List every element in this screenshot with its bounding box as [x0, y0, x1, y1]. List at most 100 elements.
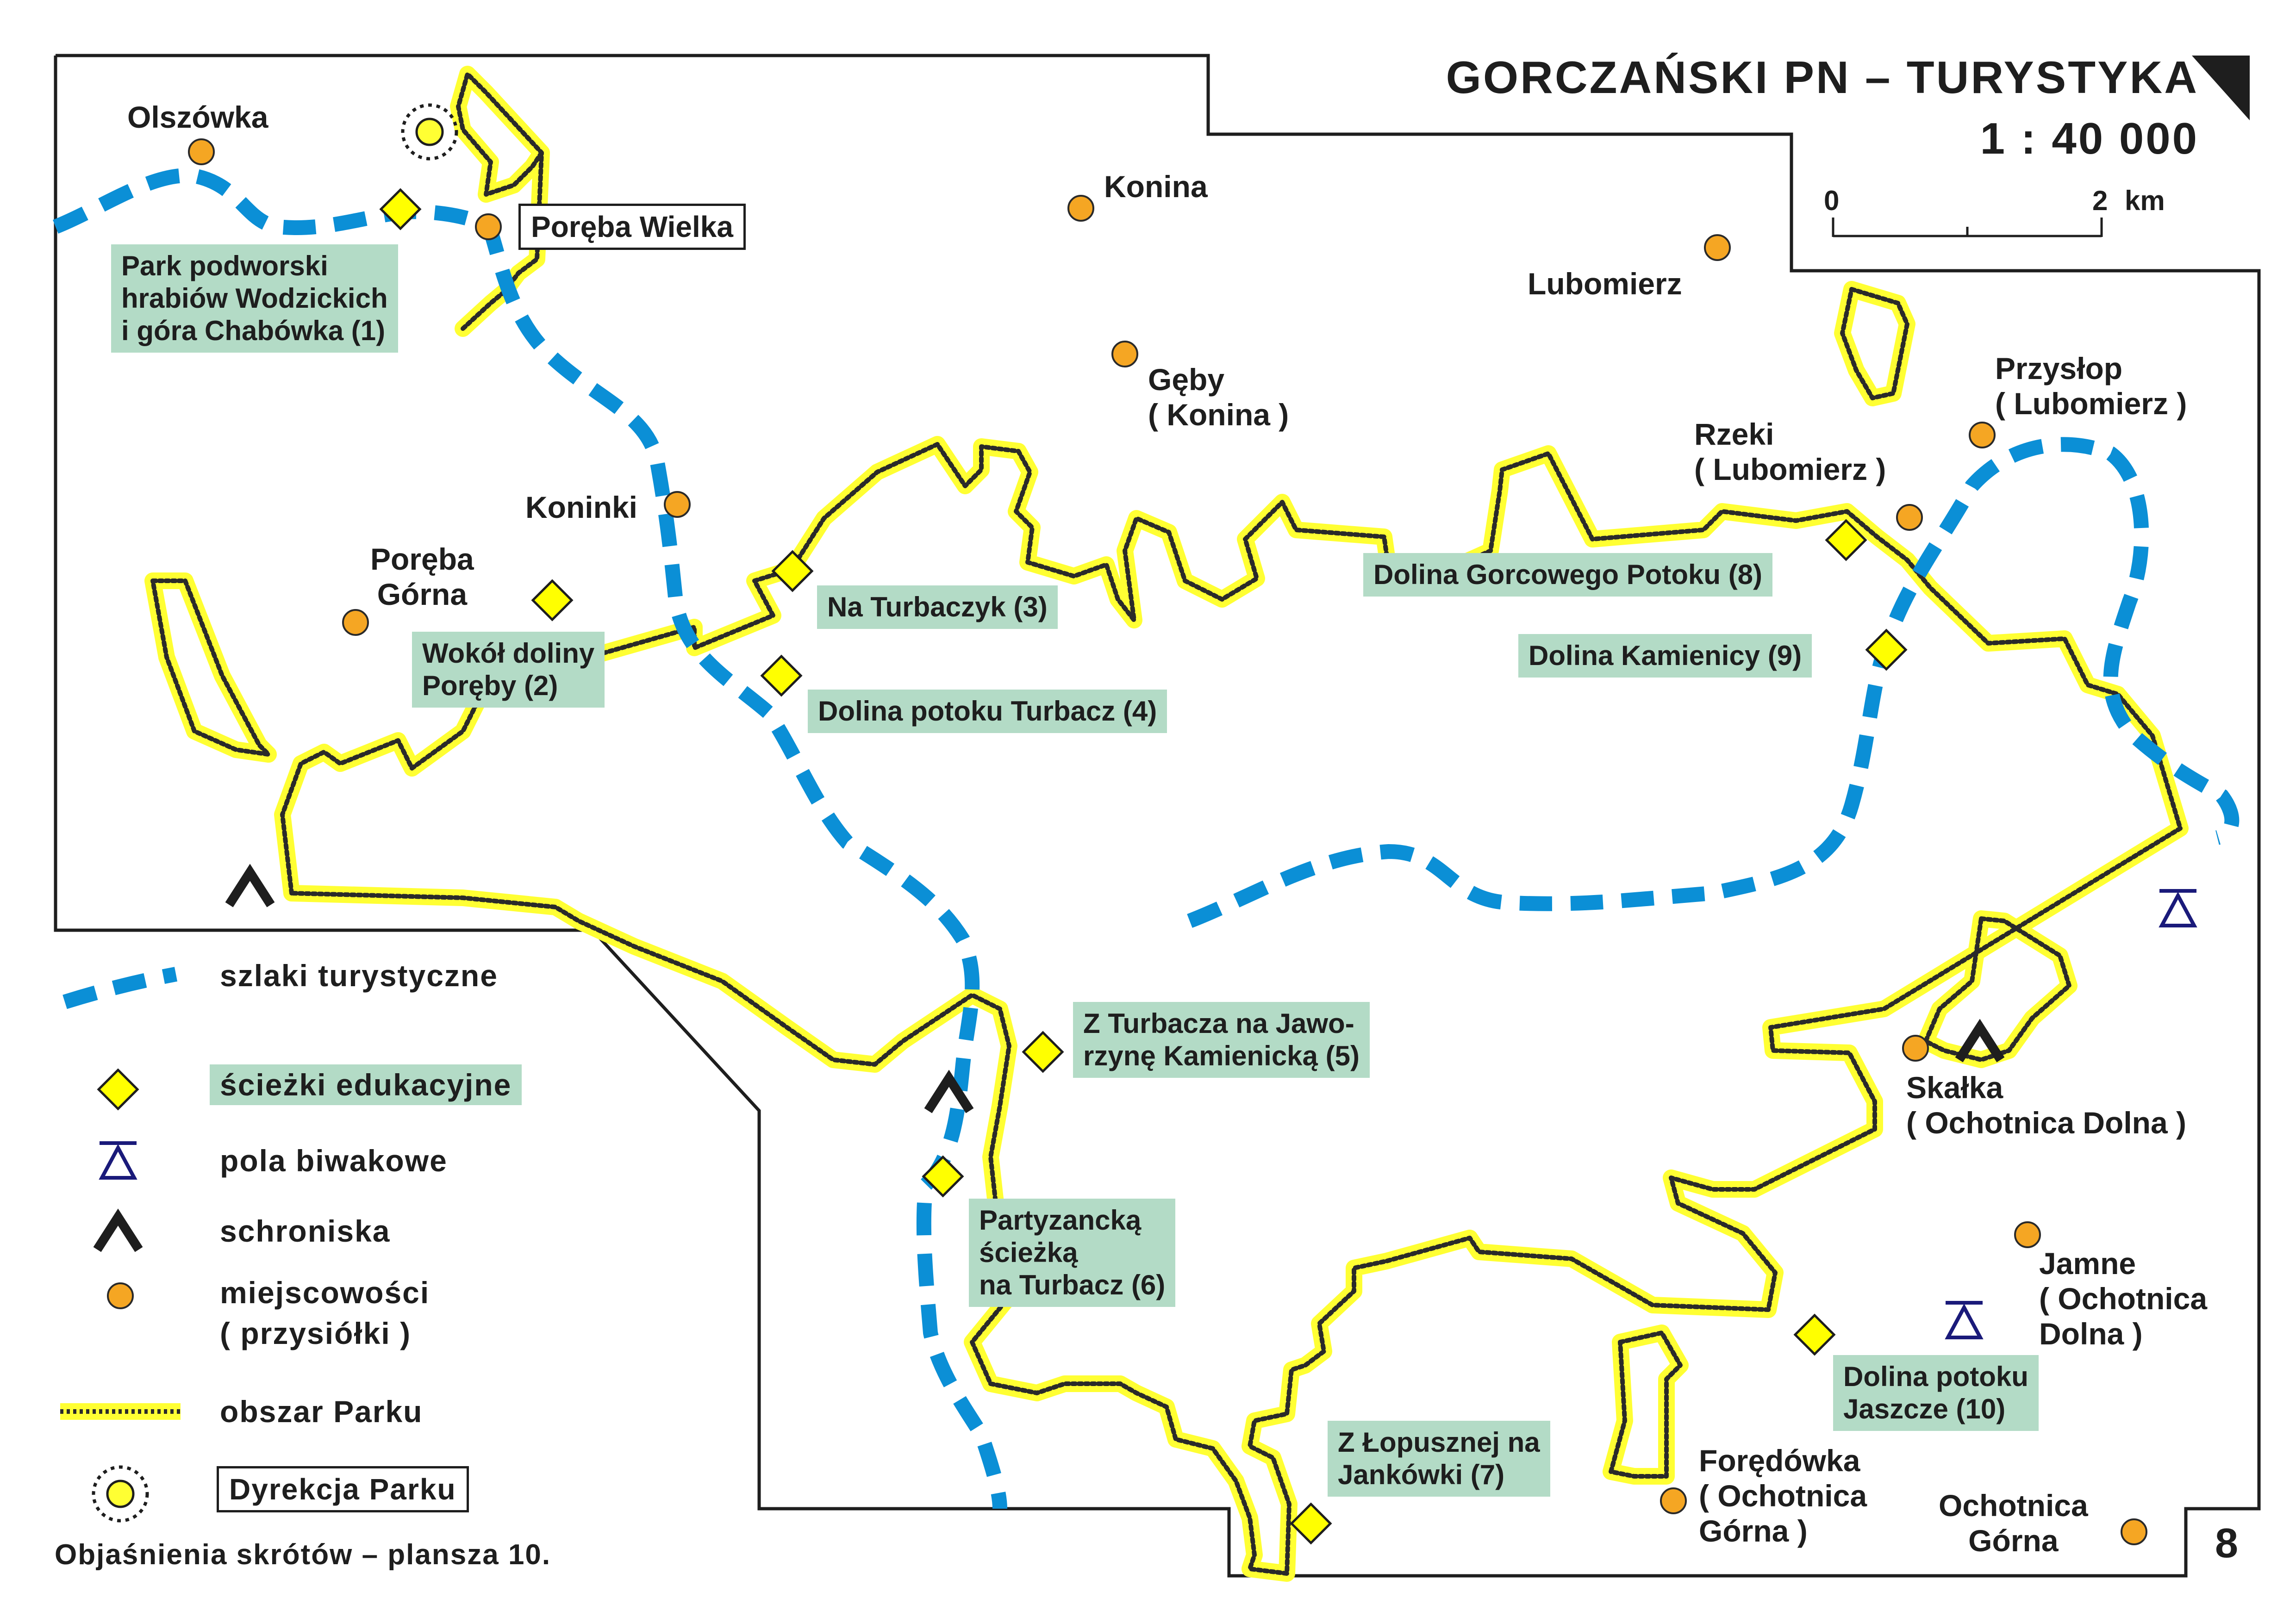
map-frame — [54, 54, 2261, 1578]
edu-path-10-line1: Dolina potoku — [1843, 1361, 2028, 1392]
place-label-skalka-line2: ( Ochotnica Dolna ) — [1906, 1106, 2187, 1140]
place-label-jamne: Jamne ( Ochotnica Dolna ) — [2039, 1246, 2207, 1351]
place-dot-foredowka — [1660, 1487, 1687, 1514]
page-number: 8 — [2215, 1520, 2239, 1567]
place-label-rzeki-line2: ( Lubomierz ) — [1694, 452, 1886, 486]
place-label-foredowka-line1: Forędówka — [1699, 1443, 1860, 1478]
legend-trail-line — [62, 967, 177, 1009]
legend-camping-triangle-icon — [99, 1141, 137, 1180]
legend-park-area-label: obszar Parku — [220, 1394, 423, 1429]
place-label-geby: Gęby ( Konina ) — [1148, 362, 1289, 432]
place-label-rzeki-line1: Rzeki — [1694, 417, 1774, 451]
edu-path-8: Dolina Gorcowego Potoku (8) — [1363, 553, 1773, 597]
edu-path-7: Z Łopusznej na Jankówki (7) — [1328, 1421, 1550, 1497]
place-label-ochotnica-gorna: Ochotnica Górna — [1939, 1488, 2088, 1558]
place-label-foredowka: Forędówka ( Ochotnica Górna ) — [1699, 1443, 1867, 1548]
place-label-koninki: Koninki — [525, 490, 637, 524]
edu-path-6-line1: Partyzancką — [979, 1205, 1142, 1236]
place-label-poreba-gorna-line2: Górna — [377, 577, 468, 611]
place-dot-ochotnica-gorna — [2121, 1518, 2147, 1545]
place-label-konina: Konina — [1104, 169, 1208, 204]
directorate-sun-icon — [401, 103, 458, 161]
camping-sites — [1945, 889, 2197, 1339]
place-label-poreba-gorna: Poręba Górna — [370, 541, 474, 612]
place-label-geby-line2: ( Konina ) — [1148, 398, 1289, 432]
edu-path-1-line3: i góra Chabówka (1) — [121, 315, 386, 346]
place-label-jamne-line1: Jamne — [2039, 1246, 2136, 1281]
camping-triangle-icon — [2159, 889, 2197, 927]
edu-path-4: Dolina potoku Turbacz (4) — [808, 690, 1167, 733]
scalebar-end: 2 — [2092, 185, 2108, 216]
edu-path-1-line2: hrabiów Wodzickich — [121, 283, 388, 314]
legend-edu-paths-label: ścieżki edukacyjne — [210, 1064, 522, 1105]
legend-shelters-label: schroniska — [220, 1214, 391, 1248]
diamond-marker-5 — [1022, 1031, 1064, 1073]
legend-places-label: miejscowości ( przysiółki ) — [220, 1275, 430, 1351]
diamond-marker-3 — [771, 550, 814, 592]
place-dot-koninki — [664, 491, 691, 518]
place-dots — [188, 138, 2147, 1545]
edu-path-2-line1: Wokół doliny — [422, 638, 595, 669]
legend-trails-label: szlaki turystyczne — [220, 958, 498, 993]
place-label-jamne-line2: ( Ochotnica — [2039, 1281, 2208, 1316]
place-dot-skalka — [1902, 1035, 1929, 1062]
edu-path-markers — [379, 188, 1908, 1545]
shelter-icon — [924, 1070, 974, 1113]
legend-footnote: Objaśnienia skrótów – plansza 10. — [55, 1539, 551, 1571]
tourist-trails — [53, 168, 2240, 1509]
place-dot-jamne — [2014, 1221, 2041, 1248]
place-dot-rzeki — [1896, 504, 1923, 531]
place-label-ochotnica-gorna-line2: Górna — [1968, 1524, 2059, 1558]
place-label-lubomierz: Lubomierz — [1528, 267, 1682, 301]
place-label-foredowka-line3: Górna ) — [1699, 1514, 1808, 1548]
map-scale: 1 : 40 000 — [1980, 114, 2199, 163]
diamond-marker-6 — [922, 1155, 964, 1198]
edu-path-10: Dolina potoku Jaszcze (10) — [1833, 1355, 2039, 1431]
edu-path-10-line2: Jaszcze (10) — [1843, 1393, 2006, 1424]
diamond-marker-4 — [760, 654, 803, 697]
legend-symbols — [60, 967, 181, 1523]
map-title: GORCZAŃSKI PN – TURYSTYKA — [1446, 52, 2199, 103]
scale-bar — [1832, 218, 2103, 237]
place-dot-olszowka — [188, 138, 215, 165]
scalebar-unit: km — [2125, 185, 2165, 216]
legend-directorate-sun-icon — [92, 1465, 149, 1523]
place-dot-przyslop — [1969, 422, 1996, 448]
edu-path-6-line2: ścieżką — [979, 1237, 1078, 1268]
diamond-marker-9 — [1865, 628, 1908, 671]
corner-triangle — [2192, 56, 2250, 120]
diamond-marker-1 — [379, 188, 422, 230]
place-label-poreba-gorna-line1: Poręba — [370, 542, 474, 576]
place-label-przyslop: Przysłop ( Lubomierz ) — [1995, 351, 2187, 421]
legend-diamond-marker — [97, 1068, 139, 1111]
edu-path-6: Partyzancką ścieżką na Turbacz (6) — [969, 1199, 1176, 1307]
shelter-icon — [225, 864, 275, 908]
legend-shelter-icon — [93, 1208, 143, 1252]
edu-path-2-line2: Poręby (2) — [422, 670, 558, 701]
legend-directorate-label: Dyrekcja Parku — [217, 1466, 469, 1512]
edu-path-3: Na Turbaczyk (3) — [817, 585, 1058, 629]
place-label-skalka-line1: Skałka — [1906, 1070, 2003, 1105]
diamond-marker-10 — [1793, 1313, 1836, 1356]
edu-path-6-line3: na Turbacz (6) — [979, 1269, 1166, 1300]
camping-triangle-icon — [1945, 1301, 1984, 1339]
place-label-geby-line1: Gęby — [1148, 362, 1225, 397]
edu-path-9: Dolina Kamienicy (9) — [1518, 634, 1812, 678]
place-dot-poreba-wielka — [475, 213, 502, 240]
legend-place-dot — [107, 1282, 134, 1309]
place-label-foredowka-line2: ( Ochotnica — [1699, 1479, 1867, 1513]
place-label-olszowka: Olszówka — [127, 100, 268, 134]
edu-path-7-line1: Z Łopusznej na — [1338, 1427, 1540, 1458]
shelters — [225, 864, 2005, 1113]
legend-places-line1: miejscowości — [220, 1275, 430, 1310]
park-border — [144, 66, 2189, 1582]
place-label-ochotnica-gorna-line1: Ochotnica — [1939, 1488, 2088, 1523]
edu-path-2: Wokół doliny Poręby (2) — [412, 632, 605, 708]
edu-path-1: Park podworski hrabiów Wodzickich i góra… — [111, 244, 398, 353]
place-dot-lubomierz — [1704, 234, 1731, 261]
shelter-icon — [1955, 1019, 2005, 1063]
place-label-poreba-wielka: Poręba Wielka — [518, 204, 746, 250]
place-label-przyslop-line1: Przysłop — [1995, 351, 2123, 386]
scalebar-start: 0 — [1824, 185, 1840, 216]
